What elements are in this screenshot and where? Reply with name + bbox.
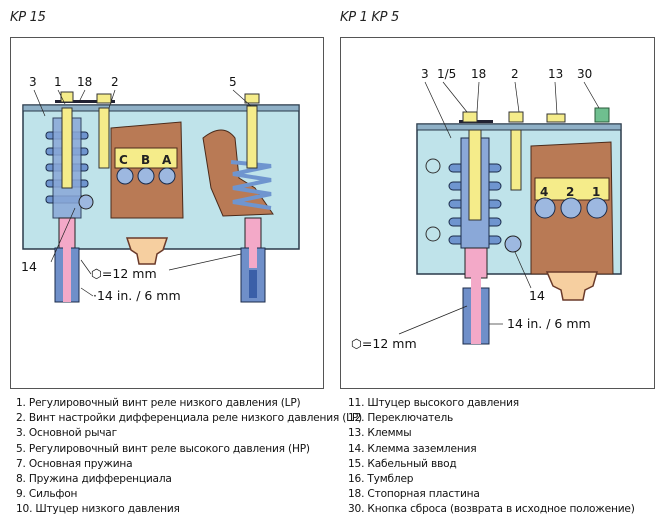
- kp1-hex-size: ⬡=12 mm: [351, 336, 417, 351]
- kp1-callout-18: 18: [471, 67, 486, 81]
- legend-left: 1. Регулировочный винт реле низкого давл…: [16, 396, 362, 518]
- kp15-callout-3: 3: [29, 75, 37, 89]
- kp1-kp5-diagram: 4 2 1 3 1/5 18 2 13 30 14 ⬡=12 mm 14 in.…: [351, 67, 622, 351]
- kp1-terminal-4: 4: [540, 185, 548, 199]
- kp1-kp5-diagram-frame: 4 2 1 3 1/5 18 2 13 30 14 ⬡=12 mm 14 in.…: [340, 37, 655, 389]
- kp15-leader-lines: [33, 89, 252, 297]
- kp15-hp-channel: [249, 238, 257, 268]
- kp15-stop-plate: [55, 100, 115, 103]
- legend-item: 14. Клемма заземления: [348, 442, 477, 455]
- kp1-bellows: [464, 247, 488, 279]
- kp15-ground-screw: [78, 194, 94, 210]
- kp1-top-plate: [416, 123, 622, 131]
- kp1-callout-2: 2: [511, 67, 519, 81]
- kp1-terminal-screw-head: [546, 113, 566, 123]
- legend-item: 12. Переключатель: [348, 412, 454, 425]
- kp15-hp-screw-head: [244, 93, 260, 104]
- legend-item: 11. Штуцер высокого давления: [348, 397, 519, 409]
- kp1-terminal-2: 2: [566, 185, 574, 199]
- legend-item: 18. Стопорная пластина: [348, 488, 480, 501]
- legend-item: 1. Регулировочный винт реле низкого давл…: [16, 397, 301, 409]
- legend-item: 9. Сильфон: [16, 488, 78, 501]
- kp1-diff-screw-head: [508, 111, 524, 123]
- kp1-thread-size: 14 in. / 6 mm: [507, 316, 591, 331]
- kp1-terminal-1: 1: [592, 185, 600, 199]
- legend-item: 3. Основной рычаг: [16, 427, 117, 440]
- kp15-diagram-frame: C B A 3 1 18 2 5: [10, 37, 324, 389]
- kp15-terminal-a: A: [162, 153, 172, 167]
- legend-item: 10. Штуцер низкого давления: [16, 503, 180, 516]
- legend-item: 8. Пружина дифференциала: [16, 473, 172, 486]
- kp15-lp-screw-front: [61, 107, 73, 189]
- kp1-callout-13: 13: [548, 67, 563, 81]
- kp15-hp-screw: [246, 105, 258, 169]
- kp15-callout-14: 14: [21, 259, 37, 274]
- kp1-callout-1-5: 1/5: [437, 67, 456, 81]
- kp1-callout-3: 3: [421, 67, 429, 81]
- kp1-channel: [471, 274, 481, 344]
- legend-item: 5. Регулировочный винт реле высокого дав…: [16, 442, 310, 455]
- kp15-hex-size: ⬡=12 mm: [91, 266, 157, 281]
- legend-item: 16. Тумблер: [348, 473, 414, 486]
- kp15-title: KP 15: [10, 10, 46, 25]
- kp15-diff-screw-head: [96, 93, 112, 104]
- legend-right: 11. Штуцер высокого давления 12. Переклю…: [348, 396, 635, 518]
- kp1-mount-hole-lower: [425, 226, 441, 242]
- legend-item: 15. Кабельный ввод: [348, 457, 457, 470]
- kp1-callout-30: 30: [577, 67, 592, 81]
- kp1-mount-hole-upper: [425, 158, 441, 174]
- kp15-hp-spring: [230, 160, 272, 210]
- kp15-callout-5: 5: [229, 75, 237, 89]
- kp1-leader-lines: [398, 81, 600, 335]
- legend-item: 2. Винт настройки дифференциала реле низ…: [16, 412, 362, 425]
- kp15-lp-channel: [63, 238, 71, 302]
- kp1-diff-screw: [510, 129, 522, 191]
- kp1-terminals: [534, 197, 608, 219]
- kp15-terminal-c: C: [119, 153, 128, 167]
- kp15-lp-screw-head: [60, 91, 74, 103]
- kp15-diagram: C B A 3 1 18 2 5: [21, 75, 300, 303]
- kp15-callout-2: 2: [111, 75, 119, 89]
- kp15-callout-1: 1: [54, 75, 62, 89]
- kp15-terminals: [116, 167, 176, 185]
- kp15-diff-screw: [98, 107, 110, 169]
- kp15-callout-18: 18: [77, 75, 92, 89]
- kp1-callout-14: 14: [529, 288, 545, 303]
- kp15-top-plate: [22, 104, 300, 112]
- legend-item: 7. Основная пружина: [16, 457, 133, 470]
- kp1-adjust-screw: [468, 129, 482, 221]
- kp15-hp-filter: [249, 270, 257, 298]
- kp1-reset-button: [594, 107, 610, 123]
- kp15-cable-gland: [125, 237, 169, 265]
- kp15-terminal-b: B: [141, 153, 150, 167]
- legend-item: 30. Кнопка сброса (возврата в исходное п…: [348, 503, 635, 516]
- kp1-cable-gland: [545, 271, 598, 301]
- kp1-adjust-screw-head: [462, 111, 478, 123]
- kp1-ground-screw: [504, 235, 522, 253]
- kp1-kp5-title: KP 1 KP 5: [340, 10, 399, 25]
- kp15-thread-size: ·14 in. / 6 mm: [93, 288, 181, 303]
- legend-item: 13. Клеммы: [348, 427, 412, 440]
